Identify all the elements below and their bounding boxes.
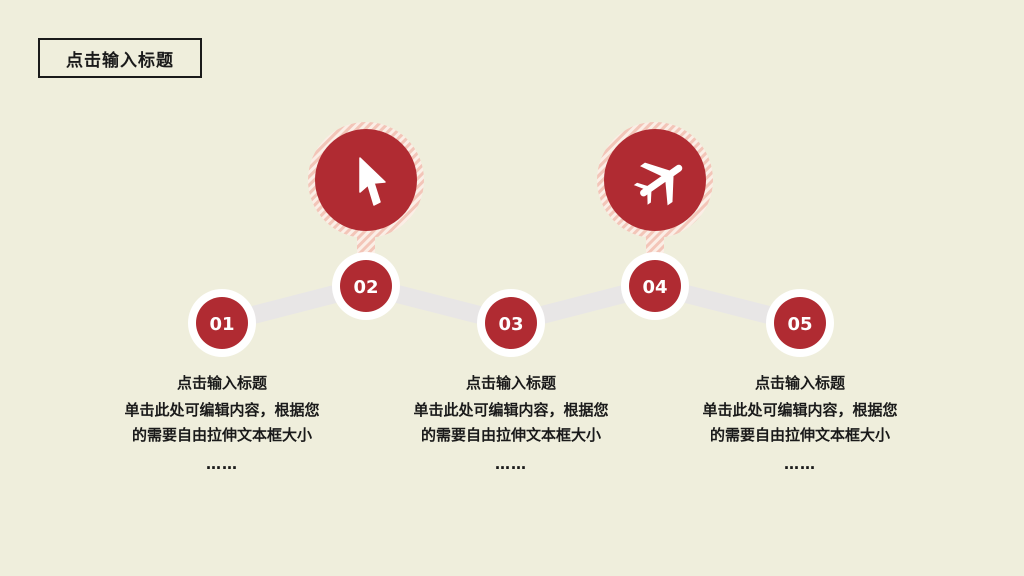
step-node-03[interactable]: 03: [477, 289, 545, 357]
text-block-2[interactable]: 点击输入标题 单击此处可编辑内容，根据您的需要自由拉伸文本框大小 ……: [411, 371, 611, 474]
text-block-1[interactable]: 点击输入标题 单击此处可编辑内容，根据您的需要自由拉伸文本框大小 ……: [122, 371, 322, 474]
text-block-ellipsis: ……: [206, 455, 238, 473]
step-node-02[interactable]: 02: [332, 252, 400, 320]
page-title[interactable]: 点击输入标题: [38, 38, 202, 78]
text-block-heading: 点击输入标题: [754, 374, 845, 392]
text-block-ellipsis: ……: [784, 455, 816, 473]
text-block-body: 单击此处可编辑内容，根据您的需要自由拉伸文本框大小: [124, 401, 320, 444]
step-node-04[interactable]: 04: [621, 252, 689, 320]
step-number: 04: [642, 277, 667, 298]
step-number: 05: [787, 314, 812, 335]
step-number: 02: [353, 277, 378, 298]
text-block-heading: 点击输入标题: [465, 374, 556, 392]
text-block-ellipsis: ……: [495, 455, 527, 473]
step-number: 03: [498, 314, 523, 335]
icon-circle-cursor[interactable]: [308, 122, 424, 238]
step-number: 01: [209, 314, 234, 335]
text-block-body: 单击此处可编辑内容，根据您的需要自由拉伸文本框大小: [702, 401, 898, 444]
text-block-heading: 点击输入标题: [176, 374, 267, 392]
airplane-icon: [633, 162, 683, 206]
icon-circle-airplane[interactable]: [597, 122, 713, 238]
text-block-body: 单击此处可编辑内容，根据您的需要自由拉伸文本框大小: [413, 401, 609, 444]
step-node-05[interactable]: 05: [766, 289, 834, 357]
text-block-3[interactable]: 点击输入标题 单击此处可编辑内容，根据您的需要自由拉伸文本框大小 ……: [700, 371, 900, 474]
cursor-icon: [359, 157, 386, 206]
step-node-01[interactable]: 01: [188, 289, 256, 357]
